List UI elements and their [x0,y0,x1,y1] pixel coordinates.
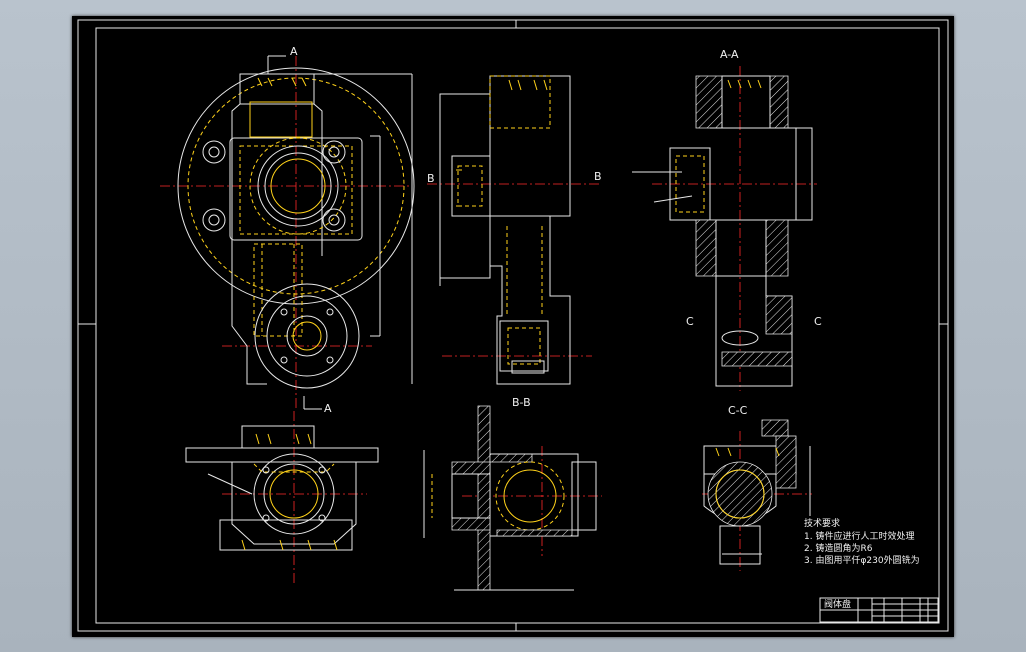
tech-notes-title: 技术要求 [804,517,840,529]
section-label-aa: A-A [720,48,739,61]
drawing-canvas: A A B B [77,19,949,632]
bottom-view [185,411,379,586]
technical-notes: 技术要求 1. 铸件应进行人工时效处理 2. 铸造圆角为R6 3. 由图用平仟φ… [804,517,920,566]
section-label-b-left: B [427,172,435,185]
section-cc-view [702,419,812,571]
cad-viewport[interactable]: A A B B [72,16,954,637]
section-label-cc: C-C [728,404,748,417]
title-block-part-name: 阀体盘 [824,598,851,610]
section-bb-view [423,405,602,591]
section-label-b-right: B [594,170,602,183]
section-aa-view [632,66,817,391]
section-label-a-bottom: A [324,402,332,415]
title-block: 阀体盘 [819,597,939,623]
tech-note-3: 3. 由图用平仟φ230外圆铣为 [804,554,920,566]
section-label-a-top: A [290,45,298,58]
tech-note-2: 2. 铸造圆角为R6 [804,542,873,554]
section-label-c-left: C [686,315,694,328]
tech-note-1: 1. 铸件应进行人工时效处理 [804,530,914,542]
side-view [427,75,602,385]
section-label-c-right: C [814,315,822,328]
front-view [160,55,415,411]
section-label-bb: B-B [512,396,531,409]
drawing-frame [77,19,949,632]
